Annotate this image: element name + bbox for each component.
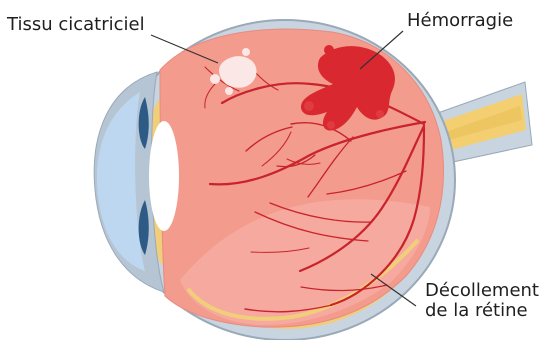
retinal-detachment-label-line-2: de la rétine (425, 301, 553, 321)
lens (149, 121, 179, 231)
retinal-detachment-label: Décollement de la rétine (425, 281, 553, 321)
retinal-detachment-label-line-1: Décollement (425, 281, 553, 301)
scar-tissue-label: Tissu cicatriciel (7, 15, 145, 35)
hemorrhage-label: Hémorragie (407, 11, 513, 31)
